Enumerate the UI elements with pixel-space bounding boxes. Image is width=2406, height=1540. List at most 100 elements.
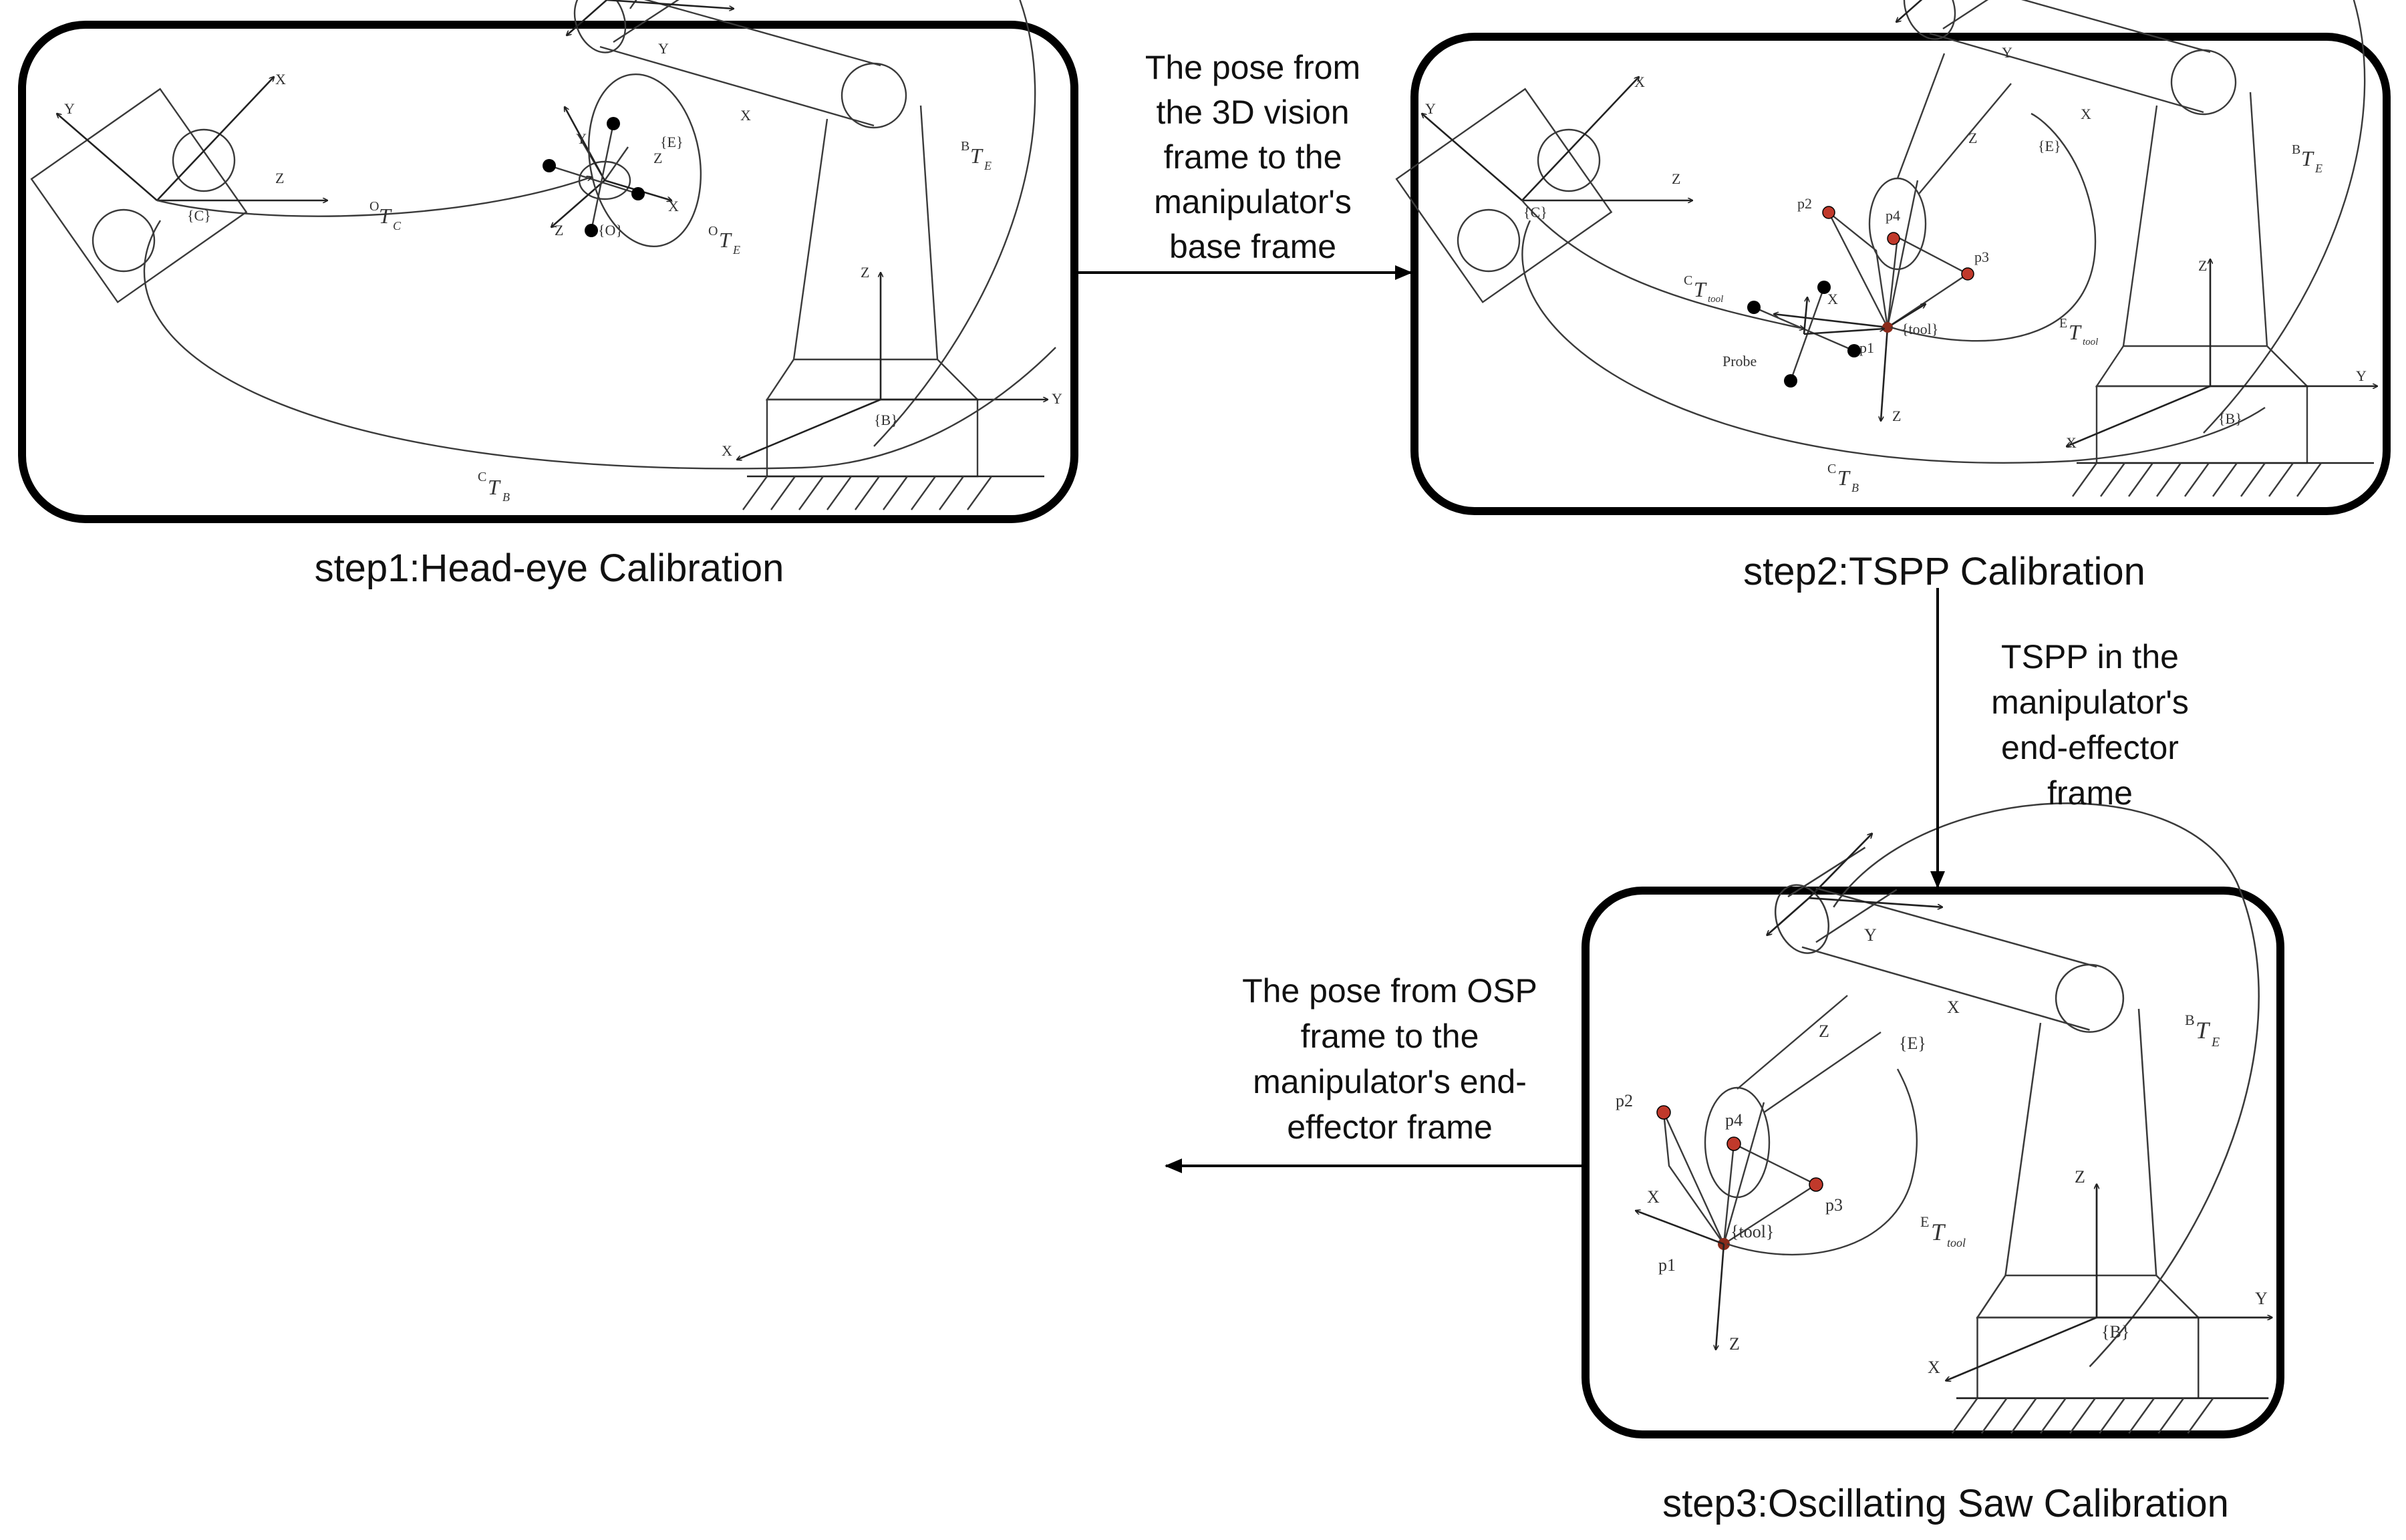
- svg-text:B: B: [2185, 1012, 2195, 1028]
- svg-text:X: X: [275, 71, 286, 88]
- step2-panel: Z Y X {C} Y X Z {E} Z Y X {B} {tool} Z X…: [1396, 0, 2391, 515]
- svg-text:{B}: {B}: [2218, 410, 2242, 427]
- svg-text:{tool}: {tool}: [1902, 321, 1938, 337]
- svg-text:Z: Z: [861, 264, 869, 281]
- svg-text:T: T: [488, 475, 501, 499]
- svg-text:T: T: [970, 144, 984, 168]
- svg-text:Y: Y: [2255, 1289, 2268, 1308]
- svg-text:Y: Y: [2002, 44, 2012, 61]
- svg-text:X: X: [1827, 291, 1838, 307]
- svg-text:T: T: [1694, 277, 1707, 301]
- svg-text:{tool}: {tool}: [1731, 1222, 1774, 1241]
- label-step2-to-step3: TSPP in the manipulator's end-effector f…: [1991, 638, 2189, 812]
- svg-text:Z: Z: [2198, 257, 2207, 274]
- svg-text:T: T: [1837, 466, 1851, 490]
- label-step3-output: The pose from OSP frame to the manipulat…: [1242, 972, 1537, 1146]
- svg-text:tool: tool: [1708, 294, 1723, 305]
- transform-labels-step1: O T C O T E B T E C T B: [369, 139, 992, 504]
- svg-text:E: E: [2314, 162, 2322, 175]
- svg-text:p1: p1: [1859, 339, 1874, 356]
- svg-text:The pose from OSP: The pose from OSP: [1242, 972, 1537, 1010]
- svg-text:p3: p3: [1974, 249, 1989, 265]
- svg-text:T: T: [379, 204, 392, 228]
- svg-text:C: C: [1827, 462, 1836, 476]
- svg-text:X: X: [1634, 73, 1645, 90]
- svg-text:manipulator's: manipulator's: [1154, 183, 1352, 220]
- svg-text:O: O: [369, 199, 379, 214]
- svg-text:{E}: {E}: [1899, 1034, 1926, 1053]
- svg-text:Y: Y: [1864, 925, 1877, 945]
- svg-text:C: C: [478, 470, 486, 484]
- svg-text:frame to the: frame to the: [1164, 138, 1342, 176]
- svg-text:X: X: [740, 107, 751, 124]
- svg-text:frame to the: frame to the: [1301, 1018, 1479, 1055]
- svg-text:B: B: [961, 139, 969, 154]
- transform-labels-step2: C T tool E T tool B T E C T B: [1684, 142, 2322, 494]
- svg-text:p2: p2: [1797, 195, 1812, 212]
- svg-text:E: E: [984, 159, 992, 172]
- svg-text:p4: p4: [1725, 1110, 1743, 1130]
- calibration-board: [543, 73, 702, 248]
- step1-caption: step1:Head-eye Calibration: [315, 547, 784, 590]
- svg-text:O: O: [708, 224, 718, 239]
- svg-text:E: E: [2059, 316, 2067, 331]
- svg-text:Z: Z: [1892, 408, 1901, 424]
- svg-text:Z: Z: [1729, 1334, 1740, 1354]
- svg-text:B: B: [1851, 481, 1859, 494]
- axis-labels-step3: Y X Z {E} Z Y X {B} {tool} X Z p2 p4 p3 …: [1616, 925, 2268, 1377]
- svg-text:frame: frame: [2047, 774, 2133, 812]
- axis-labels-step1: Z Y X {C} Y X Z {O} Y X Z {E} Z Y X {B}: [64, 40, 1062, 459]
- svg-text:manipulator's end-: manipulator's end-: [1253, 1063, 1527, 1100]
- transform-labels-step3: E T tool B T E: [1920, 1012, 2220, 1249]
- svg-text:p1: p1: [1658, 1255, 1676, 1275]
- step3-caption: step3:Oscillating Saw Calibration: [1662, 1482, 2229, 1525]
- svg-text:Y: Y: [2356, 367, 2367, 384]
- svg-text:Z: Z: [1968, 130, 1977, 146]
- svg-text:tool: tool: [1947, 1236, 1966, 1249]
- svg-text:{E}: {E}: [660, 134, 684, 150]
- svg-text:tool: tool: [2083, 337, 2098, 347]
- svg-text:B: B: [502, 490, 510, 504]
- svg-text:{B}: {B}: [2101, 1322, 2129, 1342]
- svg-text:X: X: [1647, 1187, 1660, 1207]
- svg-text:X: X: [668, 198, 679, 214]
- svg-text:p3: p3: [1825, 1195, 1843, 1215]
- svg-text:X: X: [722, 442, 732, 459]
- svg-text:effector frame: effector frame: [1287, 1108, 1493, 1146]
- svg-text:X: X: [1928, 1358, 1940, 1377]
- svg-text:the 3D vision: the 3D vision: [1156, 94, 1349, 131]
- svg-text:E: E: [2211, 1035, 2220, 1050]
- svg-text:{C}: {C}: [187, 207, 211, 224]
- svg-text:{O}: {O}: [598, 222, 623, 239]
- saw-tspp-pattern: [1636, 995, 1918, 1350]
- step1-panel: Z Y X {C} Y X Z {O} Y X Z {E} Z Y X {B} …: [18, 0, 1078, 523]
- step2-caption: step2:TSPP Calibration: [1743, 550, 2145, 593]
- svg-text:{C}: {C}: [1523, 204, 1547, 220]
- label-step1-to-step2: The pose from the 3D vision frame to the…: [1145, 49, 1360, 265]
- svg-text:X: X: [1947, 997, 1960, 1017]
- svg-text:X: X: [2081, 106, 2091, 122]
- svg-text:X: X: [2066, 434, 2077, 451]
- svg-text:{B}: {B}: [874, 412, 898, 428]
- svg-text:C: C: [393, 219, 402, 233]
- svg-text:Probe: Probe: [1722, 353, 1757, 369]
- svg-text:Z: Z: [1819, 1022, 1829, 1041]
- svg-text:T: T: [2301, 146, 2314, 170]
- axis-labels-step2: Z Y X {C} Y X Z {E} Z Y X {B} {tool} Z X…: [1425, 44, 2367, 451]
- step3-panel: Y X Z {E} Z Y X {B} {tool} X Z p2 p4 p3 …: [1582, 803, 2284, 1438]
- svg-text:end-effector: end-effector: [2001, 729, 2179, 766]
- svg-text:Z: Z: [275, 170, 284, 186]
- svg-text:p4: p4: [1886, 207, 1900, 224]
- tspp-pattern: [1774, 53, 2012, 421]
- svg-text:T: T: [1931, 1219, 1946, 1245]
- svg-text:Z: Z: [2075, 1167, 2085, 1187]
- svg-text:B: B: [2292, 142, 2300, 157]
- svg-text:Z: Z: [555, 222, 563, 239]
- svg-text:base frame: base frame: [1169, 228, 1336, 265]
- svg-text:The pose from: The pose from: [1145, 49, 1360, 86]
- svg-text:Y: Y: [576, 130, 587, 147]
- svg-text:Y: Y: [1052, 390, 1062, 407]
- svg-text:T: T: [719, 228, 732, 252]
- svg-text:p2: p2: [1616, 1091, 1633, 1110]
